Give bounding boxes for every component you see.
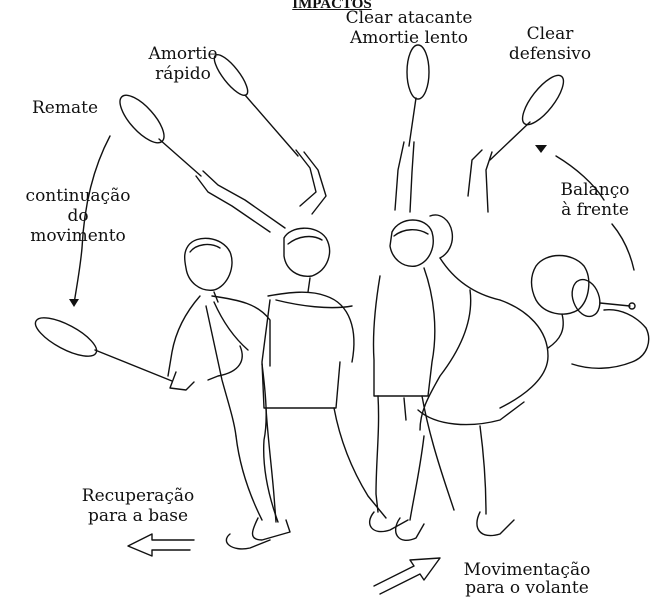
label-amortie-rapido-line2: rápido	[128, 64, 238, 84]
label-continuacao-line2: do	[14, 206, 142, 226]
figure-swing-forward	[396, 215, 649, 540]
label-recuperacao-line1: Recuperação	[64, 486, 212, 506]
racket-clear-defensivo	[490, 70, 570, 160]
label-amortie-lento: Amortie lento	[334, 28, 484, 48]
label-clear-defensivo-line1: Clear	[500, 24, 600, 44]
arm-amortie	[296, 150, 326, 214]
racket-remate	[113, 89, 201, 176]
arrow-recuperacao	[128, 534, 194, 556]
curve-arrow-right-lower	[612, 224, 634, 270]
label-balanco-line1: Balanço	[550, 180, 640, 200]
label-amortie-rapido-line1: Amortie	[128, 44, 238, 64]
arm-clear-atacante	[395, 142, 414, 212]
racket-balanco	[567, 276, 630, 321]
racket-continuacao	[30, 310, 172, 381]
figure-clear	[373, 220, 454, 512]
label-continuacao-line1: continuação	[14, 186, 142, 206]
label-movimentacao-line2: para o volante	[442, 578, 612, 598]
figure-smash	[262, 228, 408, 531]
label-clear-defensivo-line2: defensivo	[500, 44, 600, 64]
label-recuperacao-line2: para a base	[64, 506, 212, 526]
label-balanco-line2: à frente	[550, 200, 640, 220]
label-clear-atacante: Clear atacante	[334, 8, 484, 28]
arm-clear-defensivo	[468, 150, 492, 212]
arrowhead-right	[535, 145, 547, 153]
label-continuacao-line3: movimento	[14, 226, 142, 246]
label-movimentacao-line1: Movimentação	[442, 560, 612, 580]
arrow-movimentacao	[374, 558, 440, 594]
arrowhead-down-left	[69, 299, 79, 307]
label-remate: Remate	[32, 98, 98, 118]
arm-remate	[196, 171, 285, 232]
racket-clear-atacante	[407, 45, 429, 146]
